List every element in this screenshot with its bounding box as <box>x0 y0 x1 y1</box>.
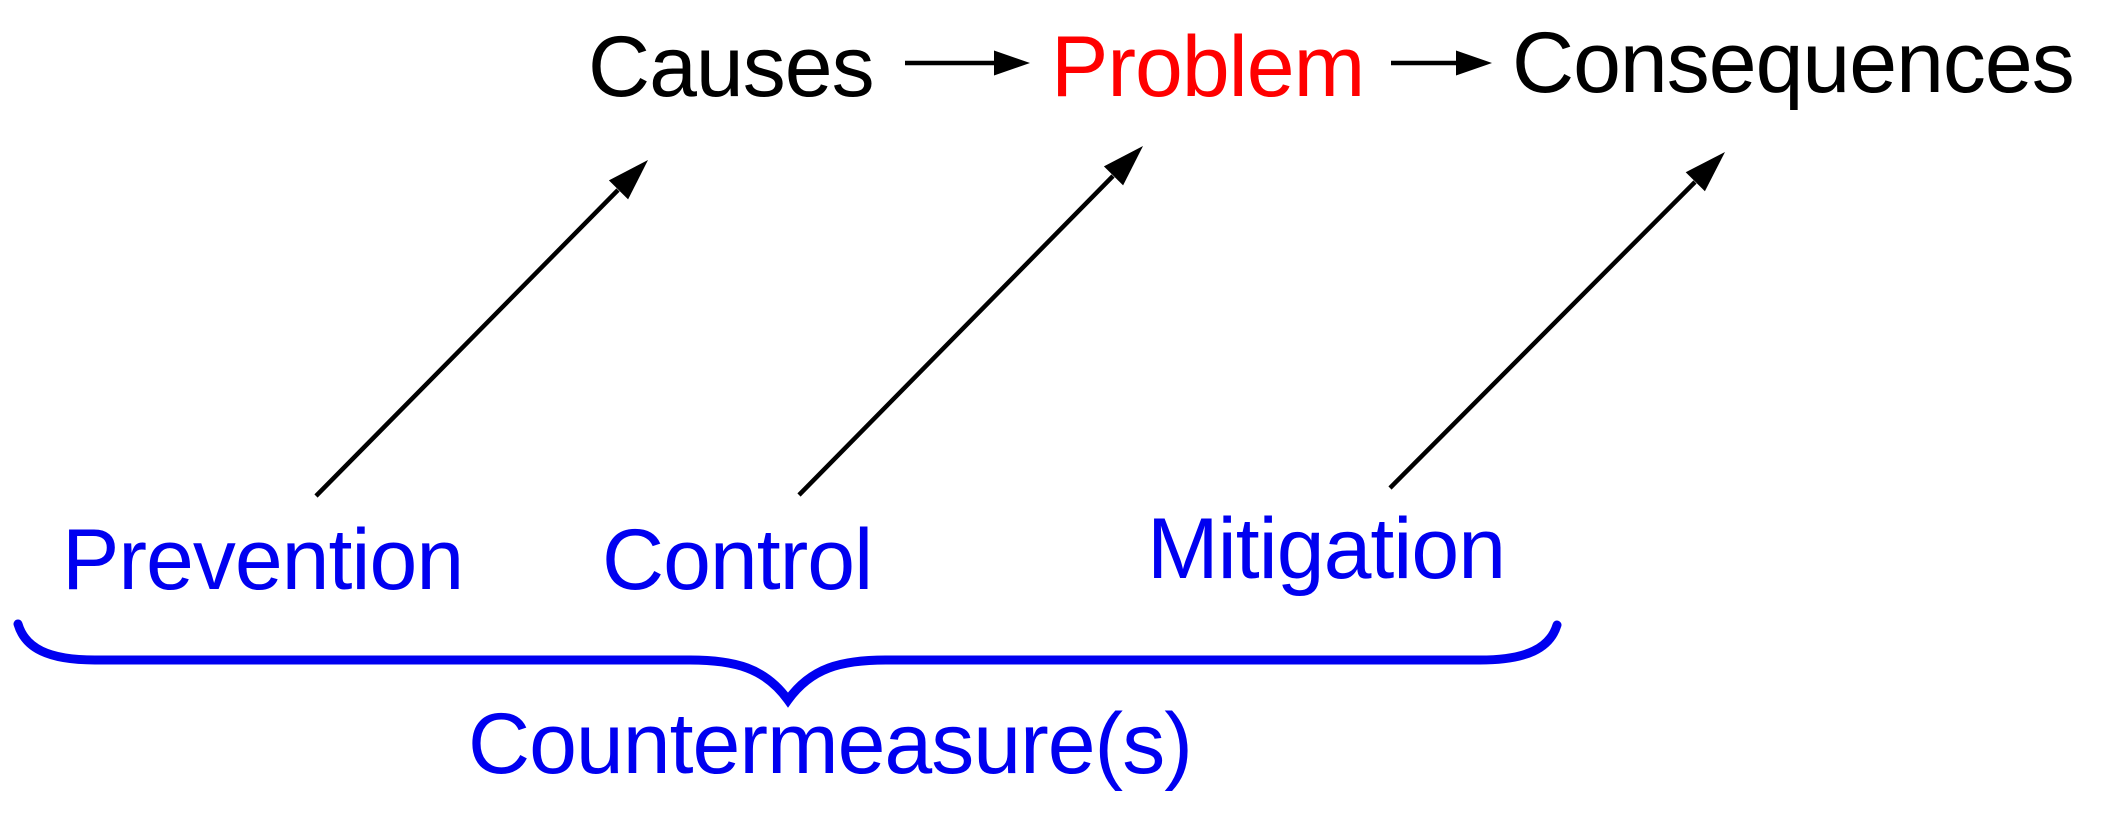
arrowhead-icon <box>994 50 1030 76</box>
arrow-shaft <box>797 174 1115 497</box>
causes-label: Causes <box>588 19 875 115</box>
arrowhead-icon <box>1456 50 1492 76</box>
arrowhead-icon <box>1103 146 1143 186</box>
arrow-mitigation-to-consequences <box>1388 152 1725 490</box>
countermeasures-brace <box>13 619 1562 708</box>
countermeasures-group-label: Countermeasure(s) <box>468 696 1193 792</box>
arrow-prevention-to-causes <box>314 160 648 498</box>
arrowhead-icon <box>608 160 648 200</box>
arrowhead-icon <box>1685 152 1725 192</box>
arrow-control-to-problem <box>797 146 1143 497</box>
problem-label: Problem <box>1051 19 1365 115</box>
mitigation-label: Mitigation <box>1147 501 1506 597</box>
arrow-problem-to-consequences <box>1391 50 1492 76</box>
arrow-shaft <box>314 188 620 498</box>
consequences-label: Consequences <box>1512 15 2075 111</box>
prevention-label: Prevention <box>62 512 464 608</box>
arrow-causes-to-problem <box>905 50 1030 76</box>
arrow-shaft <box>1388 180 1697 490</box>
control-label: Control <box>602 512 873 608</box>
